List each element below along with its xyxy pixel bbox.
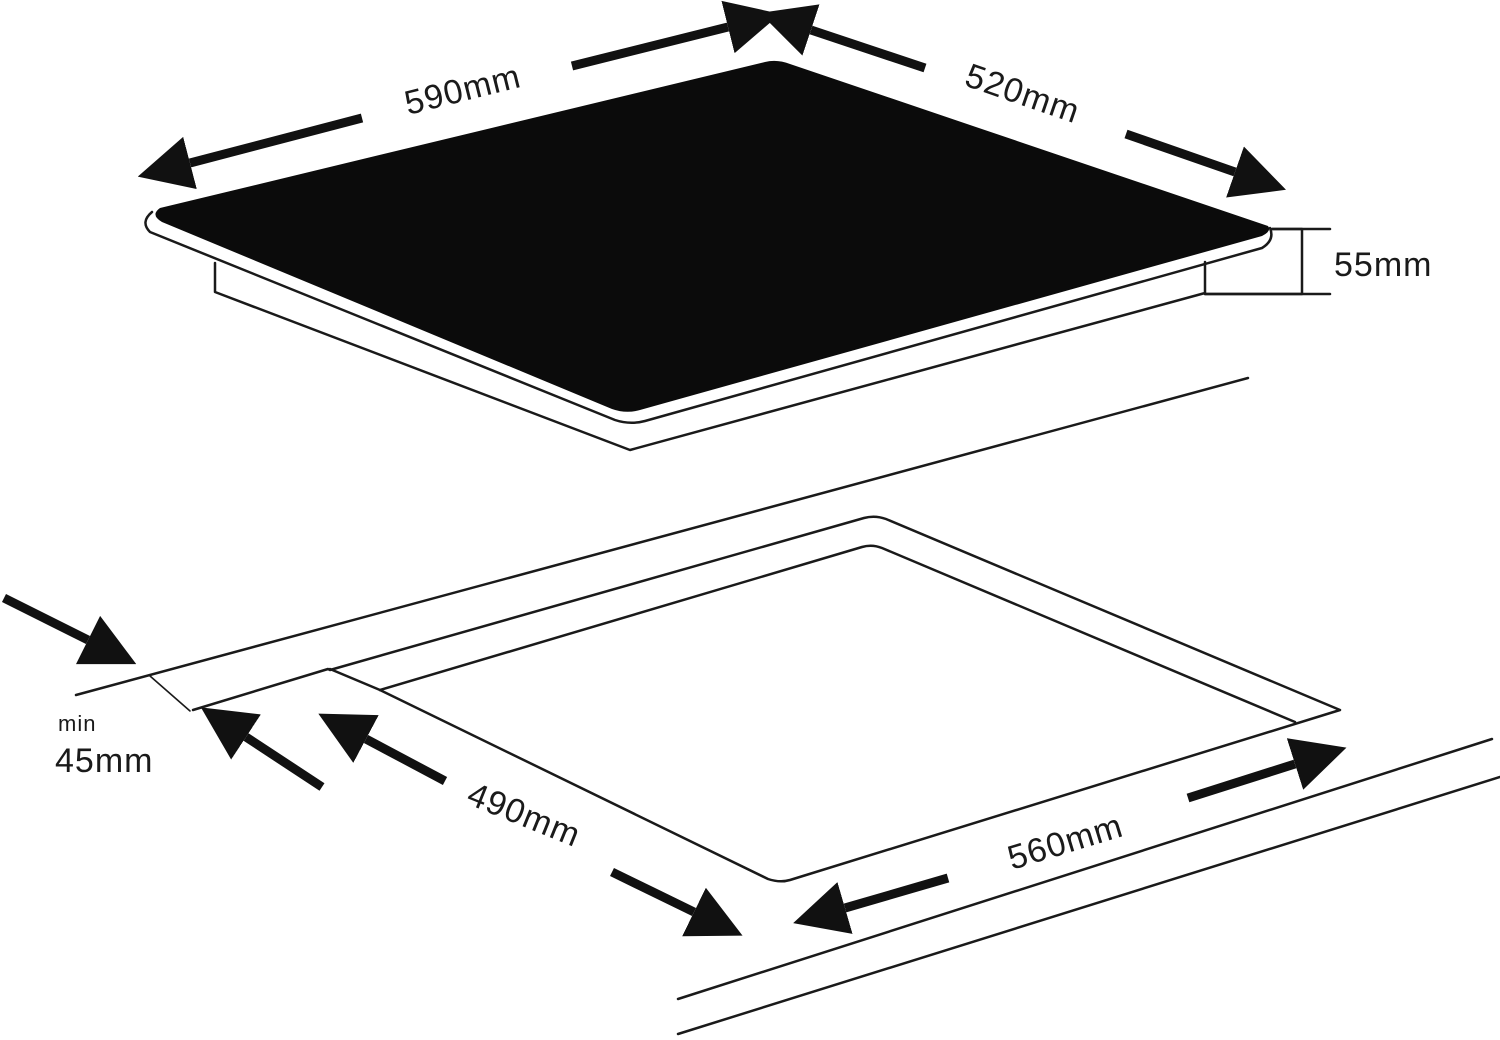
label-cutout-width: 560mm <box>1003 807 1127 878</box>
counter-back-edge <box>74 376 1250 697</box>
arrow-cutout-depth-lower <box>610 867 743 937</box>
counter-front-edge-lower <box>676 775 1500 1036</box>
cutout-inner-edge <box>328 667 382 692</box>
arrow-hob-width-left <box>137 113 364 190</box>
label-cutout-depth: 490mm <box>462 775 586 855</box>
arrow-cutout-width-left <box>793 873 950 934</box>
arrow-hob-width-right <box>570 0 781 71</box>
countertop <box>74 376 1500 1036</box>
cutout-outer-edge <box>191 515 1342 883</box>
arrow-cutout-width-right <box>1186 738 1347 803</box>
arrow-cutout-depth-upper-a <box>200 707 325 791</box>
arrow-hob-depth-left <box>759 4 927 73</box>
hob <box>144 60 1273 452</box>
label-hob-width: 590mm <box>401 57 525 123</box>
counter-thickness-line <box>149 675 191 712</box>
label-min-clearance: 45mm <box>55 742 153 780</box>
cutout-inner-rim <box>378 544 1297 724</box>
arrow-cutout-depth-upper-b <box>318 713 448 785</box>
dimension-arrows <box>1 0 1347 937</box>
arrow-hob-depth-right <box>1124 129 1286 198</box>
hob-chassis <box>213 260 1207 452</box>
label-hob-depth: 520mm <box>960 57 1084 131</box>
hob-glass-top <box>155 60 1270 412</box>
label-min-prefix: min <box>58 711 96 736</box>
arrow-min-clearance <box>1 593 137 665</box>
counter-front-edge-upper <box>676 737 1494 1001</box>
hob-frame <box>144 210 1273 424</box>
label-hob-height: 55mm <box>1334 246 1432 284</box>
